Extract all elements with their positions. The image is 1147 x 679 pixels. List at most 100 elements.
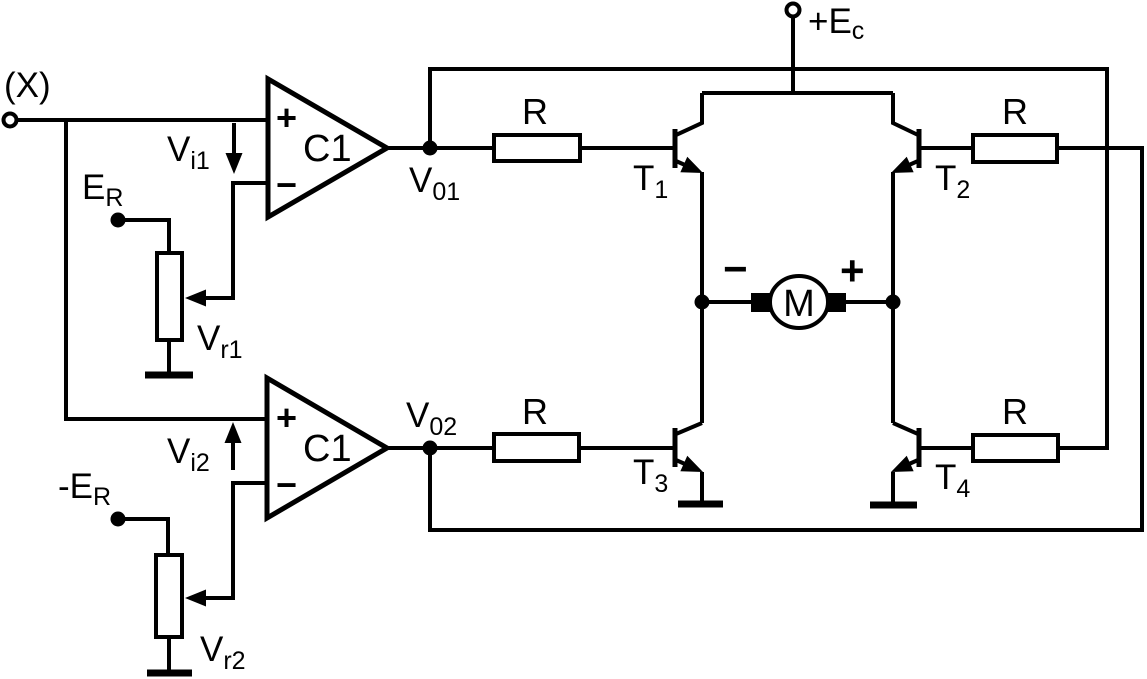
potentiometer-1-body	[155, 251, 184, 342]
comparator-2-name-text: C1	[303, 428, 352, 470]
motor-label: M	[783, 283, 815, 325]
vi1-down-arrow-icon	[225, 153, 243, 174]
t1-label-sub: 1	[654, 176, 668, 204]
transistor-t1: T1	[633, 93, 704, 204]
comparator-2-triangle	[264, 373, 392, 523]
v02-label-sub: 02	[429, 413, 457, 441]
wire-neg-er-to-pot2	[118, 517, 170, 555]
t1-label-base: T	[633, 159, 654, 198]
comparator-1-minus-text: −	[276, 164, 297, 205]
er-label-base: E	[82, 168, 105, 207]
vi1-label-sub: i1	[190, 147, 209, 175]
wire-comp1-inv-to-pot1	[202, 181, 268, 300]
motor-plus-sign: +	[840, 247, 865, 294]
v02-label-base: V	[406, 396, 430, 435]
t4-label: T4	[935, 458, 970, 503]
potentiometer-2: Vr2	[154, 553, 246, 675]
potentiometer-2-wiper-arrow-icon	[185, 589, 206, 607]
comparator-2-name: C1	[303, 428, 352, 470]
transistor-t3: T3	[633, 421, 703, 498]
motor-left-brush	[751, 293, 770, 312]
resistor-top-left-body	[492, 133, 582, 163]
resistor-top-right-body	[971, 133, 1059, 164]
wire-comp2-inv-to-pot2	[202, 481, 267, 600]
resistor-top-left-label: R	[522, 91, 548, 132]
t1-label: T1	[633, 159, 668, 204]
t3-label-base: T	[633, 453, 654, 492]
potentiometer-1: Vr1	[155, 251, 243, 364]
comparator-1-name: C1	[303, 128, 352, 170]
vi2-up-arrow-icon	[224, 422, 242, 443]
resistor-bottom-left-text: R	[522, 391, 548, 432]
wire-er-to-pot1	[118, 218, 171, 253]
input-terminal-x: (X)	[1, 66, 51, 129]
ref-terminal-er: ER	[82, 168, 126, 228]
neg-er-label: -ER	[58, 467, 111, 511]
er-label: ER	[82, 168, 123, 212]
motor: M − +	[723, 245, 865, 330]
t3-collector	[675, 421, 703, 436]
potentiometer-2-body	[154, 553, 184, 639]
comparator-1-minus: −	[276, 164, 297, 205]
resistor-top-left-text: R	[522, 91, 548, 132]
input-terminal-circle	[1, 111, 19, 129]
t1-emitter-arrow-icon	[680, 156, 703, 173]
resistor-top-right-label: R	[1002, 91, 1028, 132]
supply-label-base: +E	[808, 2, 852, 41]
neg-er-label-sub: R	[93, 483, 111, 511]
vr2-label-sub: r2	[223, 647, 245, 675]
resistor-bottom-right: R	[971, 391, 1060, 463]
motor-body	[768, 274, 830, 330]
motor-left-junction-dot	[694, 294, 710, 310]
motor-minus-text: −	[723, 245, 748, 292]
motor-label-text: M	[783, 283, 815, 325]
transistor-t2: T2	[891, 93, 970, 204]
t2-label-sub: 2	[956, 176, 970, 204]
resistor-top-left: R	[492, 91, 582, 163]
resistor-bottom-left: R	[492, 391, 581, 463]
comparator-1-name-text: C1	[303, 128, 352, 170]
vi1-label: Vi1	[167, 130, 210, 175]
resistor-bottom-left-label: R	[522, 391, 548, 432]
vr1-label-base: V	[197, 319, 221, 358]
t4-label-base: T	[935, 458, 956, 497]
v02-label: V02	[406, 396, 457, 441]
wire-input-branch-to-comp2	[64, 120, 267, 421]
resistor-bottom-right-label: R	[1002, 391, 1028, 432]
t3-label: T3	[633, 453, 668, 498]
t2-label-base: T	[935, 159, 956, 198]
comparator-1-plus-text: +	[276, 97, 297, 138]
comparator-2: + − C1	[264, 373, 392, 523]
vi2-annotation: Vi2	[167, 422, 242, 477]
motor-minus-sign: −	[723, 245, 748, 292]
motor-right-junction-dot	[885, 294, 901, 310]
v01-label: V01	[409, 161, 460, 206]
vr2-label-base: V	[200, 630, 224, 669]
input-label: (X)	[4, 66, 51, 105]
supply-terminal-ec: +Ec	[784, 1, 864, 45]
v02-junction-dot	[422, 440, 438, 456]
vi1-label-base: V	[167, 130, 191, 169]
t2-collector	[891, 93, 919, 137]
neg-er-node-dot	[110, 511, 126, 527]
supply-label: +Ec	[808, 2, 864, 45]
er-label-sub: R	[105, 184, 123, 212]
comparator-1: + − C1	[265, 74, 392, 222]
comparator-2-plus-text: +	[276, 397, 297, 438]
vr1-label: Vr1	[197, 319, 243, 364]
t1-collector	[675, 93, 704, 137]
comparator-2-minus-text: −	[276, 464, 297, 505]
vr2-label: Vr2	[200, 630, 246, 675]
vr1-label-sub: r1	[220, 336, 242, 364]
t2-emitter-arrow-icon	[891, 156, 914, 173]
motor-plus-text: +	[840, 247, 865, 294]
ref-terminal-neg-er: -ER	[58, 467, 126, 527]
wire-v01-to-r-bottom-right	[428, 67, 1109, 450]
er-node-dot	[110, 212, 126, 228]
t2-label: T2	[935, 159, 970, 204]
resistor-bottom-left-body	[492, 432, 581, 463]
vi2-label-sub: i2	[190, 449, 209, 477]
input-label-text: (X)	[4, 66, 51, 105]
